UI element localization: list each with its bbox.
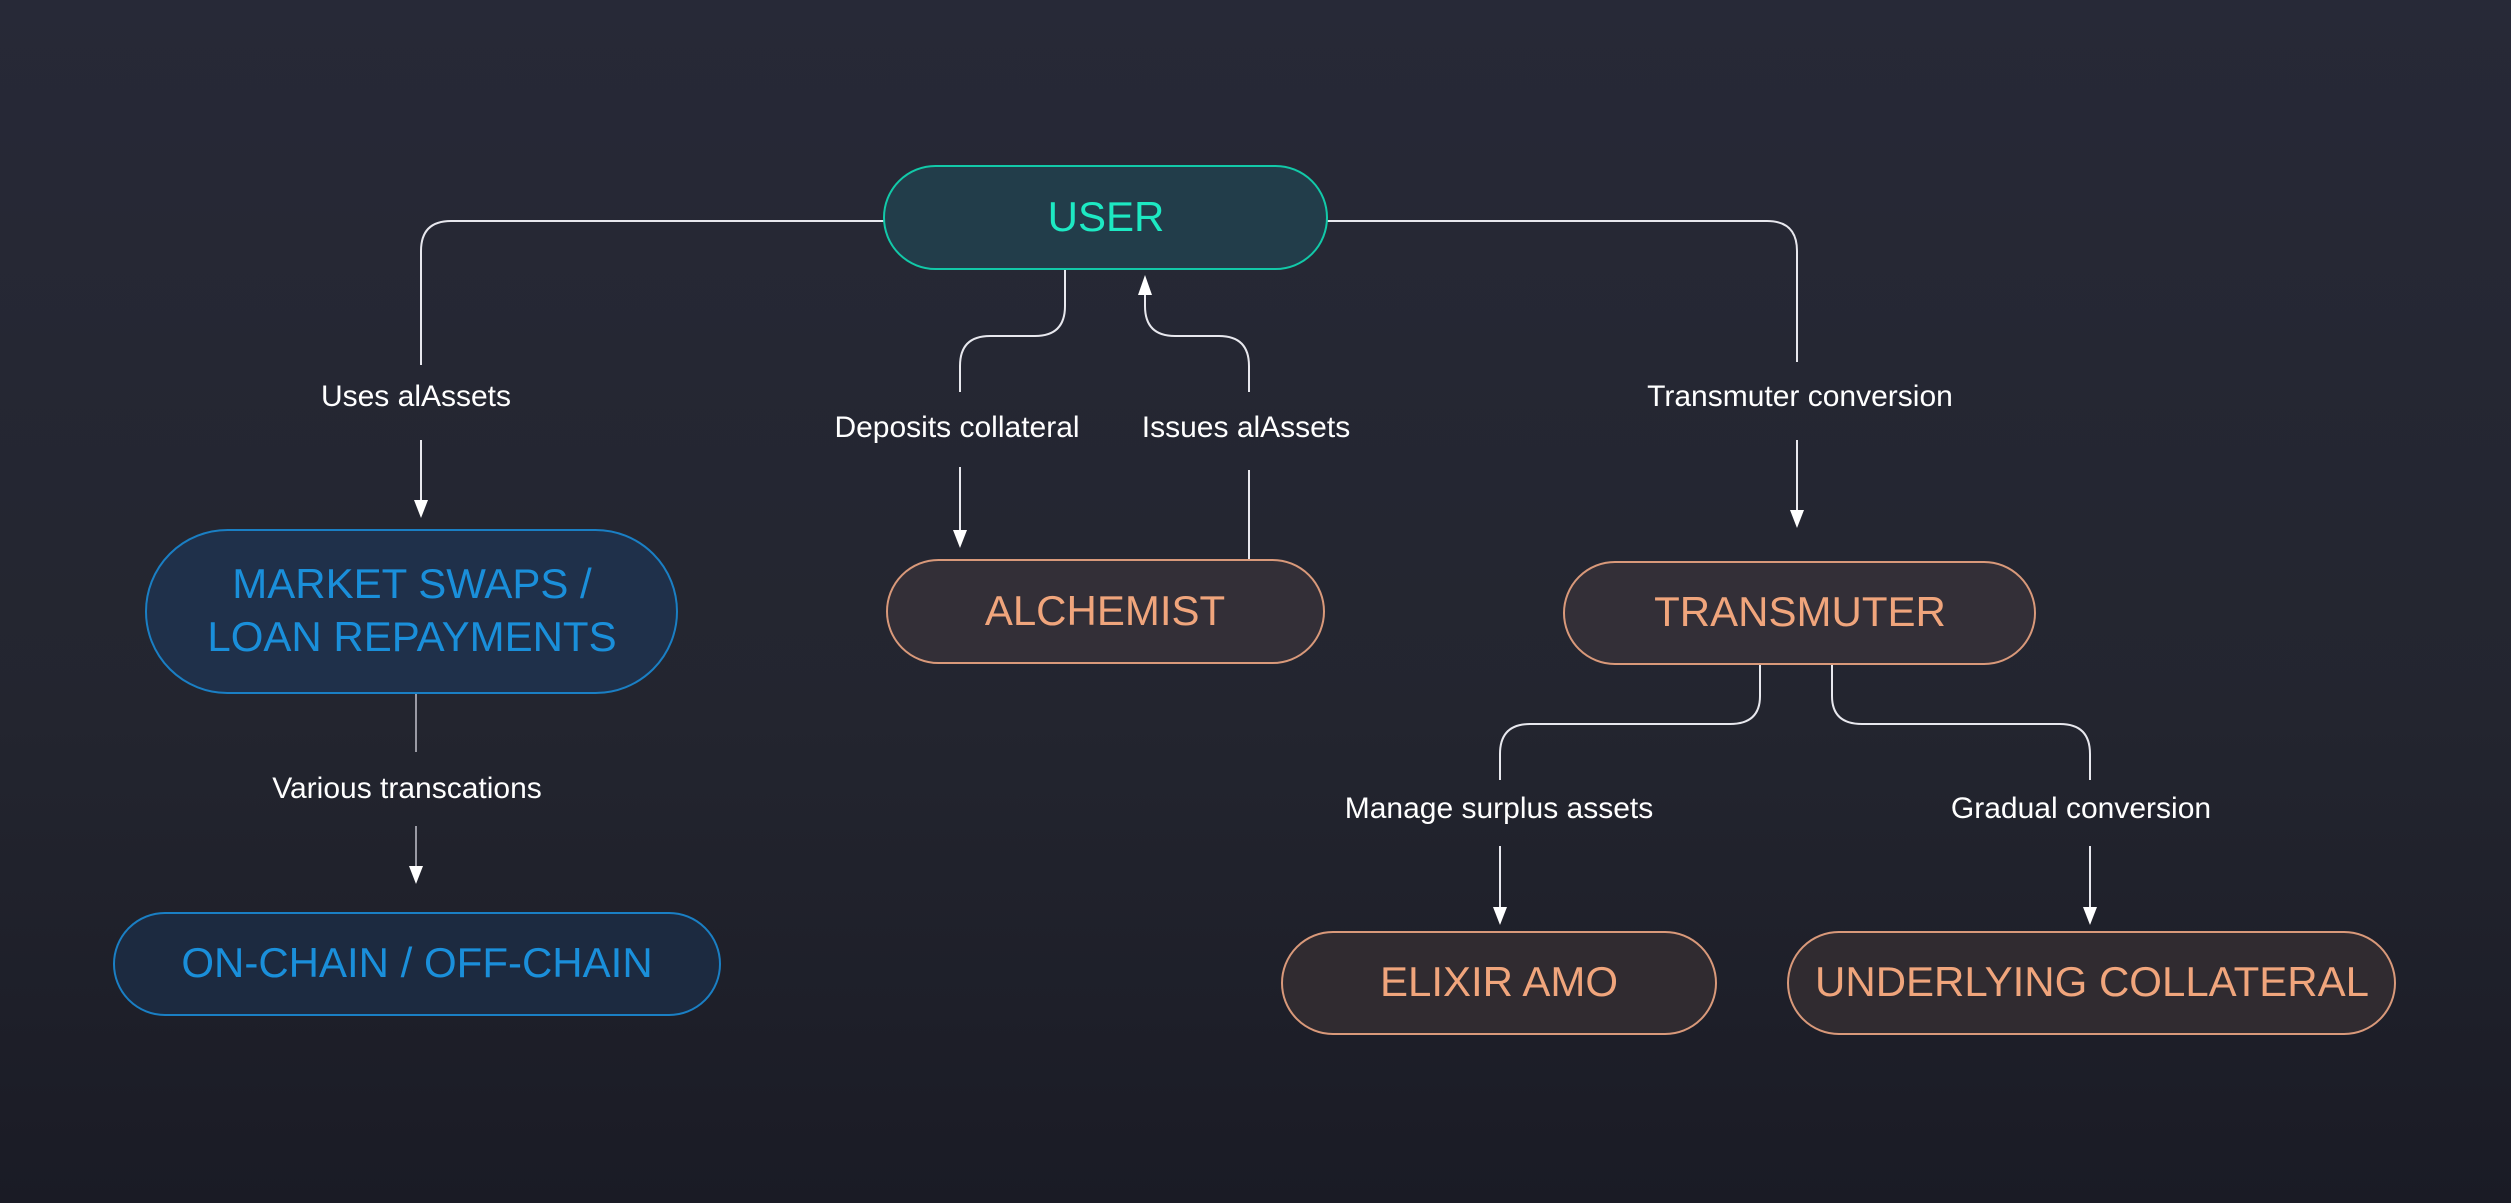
node-user-label: USER xyxy=(1048,193,1165,240)
arrow-head-icon xyxy=(1138,275,1152,295)
arrow-head-icon xyxy=(1790,510,1804,528)
node-alchemist: ALCHEMIST xyxy=(886,559,1325,664)
node-onchain-label: ON-CHAIN / OFF-CHAIN xyxy=(181,939,652,986)
edge-market-to-onchain xyxy=(409,693,423,884)
edge-label-deposits-collateral: Deposits collateral xyxy=(834,411,1079,444)
edge-label-uses-alassets: Uses alAssets xyxy=(321,380,511,413)
node-onchain: ON-CHAIN / OFF-CHAIN xyxy=(113,912,721,1016)
arrow-head-icon xyxy=(414,500,428,518)
node-transmuter: TRANSMUTER xyxy=(1563,561,2036,665)
edge-user-to-alchemist xyxy=(953,269,1066,548)
edge-user-to-market xyxy=(414,220,884,518)
node-user: USER xyxy=(883,165,1328,270)
edge-user-to-transmuter xyxy=(1327,220,1804,528)
node-alchemist-label: ALCHEMIST xyxy=(985,587,1225,634)
edge-label-gradual-conversion: Gradual conversion xyxy=(1951,792,2211,825)
arrow-head-icon xyxy=(1493,907,1507,925)
edge-label-various-transactions: Various transcations xyxy=(272,772,542,805)
node-transmuter-label: TRANSMUTER xyxy=(1654,588,1946,635)
edge-transmuter-to-underlying xyxy=(1831,664,2097,925)
node-underlying-label: UNDERLYING COLLATERAL xyxy=(1815,958,2369,1005)
node-underlying-collateral: UNDERLYING COLLATERAL xyxy=(1787,931,2396,1035)
node-elixir-label: ELIXIR AMO xyxy=(1380,958,1618,1005)
arrow-head-icon xyxy=(953,530,967,548)
edge-transmuter-to-elixir xyxy=(1493,664,1761,925)
node-market-swaps: MARKET SWAPS / LOAN REPAYMENTS xyxy=(145,529,678,694)
arrow-head-icon xyxy=(2083,907,2097,925)
edge-label-issues-alassets: Issues alAssets xyxy=(1142,411,1350,444)
edge-alchemist-to-user xyxy=(1138,275,1250,560)
arrow-head-icon xyxy=(409,866,423,884)
node-market-label-line2: LOAN REPAYMENTS xyxy=(207,613,616,660)
edge-label-transmuter-conversion: Transmuter conversion xyxy=(1647,380,1953,413)
node-elixir-amo: ELIXIR AMO xyxy=(1281,931,1717,1035)
edge-label-manage-surplus: Manage surplus assets xyxy=(1345,792,1654,825)
node-market-label-line1: MARKET SWAPS / xyxy=(232,560,592,607)
